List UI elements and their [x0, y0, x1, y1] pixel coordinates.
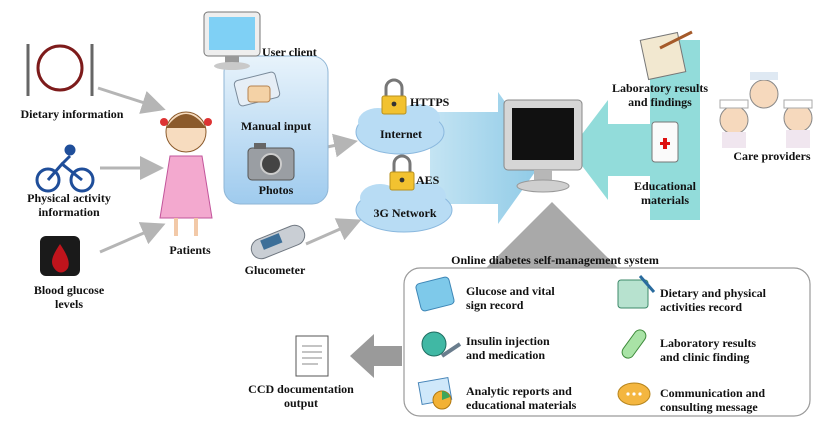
bicycle-icon	[35, 144, 95, 193]
glucometer-device-icon	[250, 224, 306, 260]
feature-insulin-line2: and medication	[466, 348, 546, 362]
test-tube-icon	[621, 329, 647, 359]
feature-lab-line1: Laboratory results	[660, 336, 757, 350]
care-providers-label: Care providers	[733, 149, 811, 163]
educational-materials-label-line2: materials	[641, 193, 689, 207]
3g-network-label: 3G Network	[373, 206, 437, 220]
feature-analytic-line2: educational materials	[466, 398, 577, 412]
camera-icon	[247, 143, 295, 181]
aes-label: AES	[416, 173, 440, 187]
blood-glucose-label-line2: levels	[55, 297, 83, 311]
features-to-ccd-arrow	[350, 334, 402, 378]
feature-insulin-line1: Insulin injection	[466, 334, 550, 348]
internet-cloud	[355, 104, 445, 155]
system-to-features-connector	[482, 202, 622, 272]
patient-girl-icon	[159, 111, 213, 236]
feature-communication-line1: Communication and	[660, 386, 766, 400]
features-panel	[403, 267, 811, 417]
diet-record-icon	[617, 275, 656, 309]
feature-analytic-line1: Analytic reports and	[466, 384, 572, 398]
feature-lab-line2: and clinic finding	[660, 350, 750, 364]
arrow-glucometer-to-3g	[305, 218, 362, 246]
blood-glucose-label-line1: Blood glucose	[33, 283, 105, 297]
dietary-information-label: Dietary information	[20, 107, 124, 121]
feature-glucose-line1: Glucose and vital	[466, 284, 555, 298]
physical-activity-label-line1: Physical activity	[27, 191, 111, 205]
manual-input-label: Manual input	[240, 119, 312, 133]
insulin-icon	[421, 331, 462, 358]
arrow-glucose-to-patient	[99, 222, 166, 254]
lock-icon-https	[381, 78, 407, 115]
feature-glucose-line2: sign record	[466, 298, 524, 312]
educational-materials-label-line1: Educational	[633, 179, 696, 193]
patients-label: Patients	[169, 243, 211, 257]
plate-icon	[26, 44, 94, 96]
photos-label: Photos	[258, 183, 294, 197]
providers-to-system-arrow	[570, 40, 700, 220]
user-client-label: User client	[262, 45, 317, 59]
blood-drop-icon	[40, 236, 80, 276]
chat-bubble-icon	[617, 382, 651, 406]
internet-label: Internet	[380, 127, 422, 141]
client-monitor-icon	[203, 11, 261, 70]
physical-activity-label-line2: information	[38, 205, 100, 219]
document-icon	[295, 335, 329, 377]
ccd-label-line2: output	[283, 396, 318, 410]
clipboard-icon	[639, 30, 693, 81]
lock-icon-aes	[389, 154, 415, 191]
feature-diet-line2: activities record	[660, 300, 743, 314]
glucometer-label: Glucometer	[244, 263, 306, 277]
system-title: Online diabetes self-management system	[451, 253, 659, 267]
arrow-diet-to-patient	[97, 86, 166, 114]
glucose-record-icon	[415, 276, 455, 312]
feature-communication-line2: consulting message	[660, 400, 758, 414]
medical-kit-icon	[651, 121, 679, 163]
care-providers-icon	[719, 72, 813, 148]
3g-network-cloud	[355, 182, 453, 233]
https-label: HTTPS	[410, 95, 450, 109]
ccd-label-line1: CCD documentation	[248, 382, 354, 396]
keyboard-icon	[233, 71, 281, 107]
lab-results-label-line2: and findings	[628, 95, 692, 109]
report-chart-icon	[417, 376, 453, 410]
lab-results-label-line1: Laboratory results	[611, 81, 709, 95]
system-monitor-icon	[503, 99, 583, 193]
feature-diet-line1: Dietary and physical	[660, 286, 767, 300]
